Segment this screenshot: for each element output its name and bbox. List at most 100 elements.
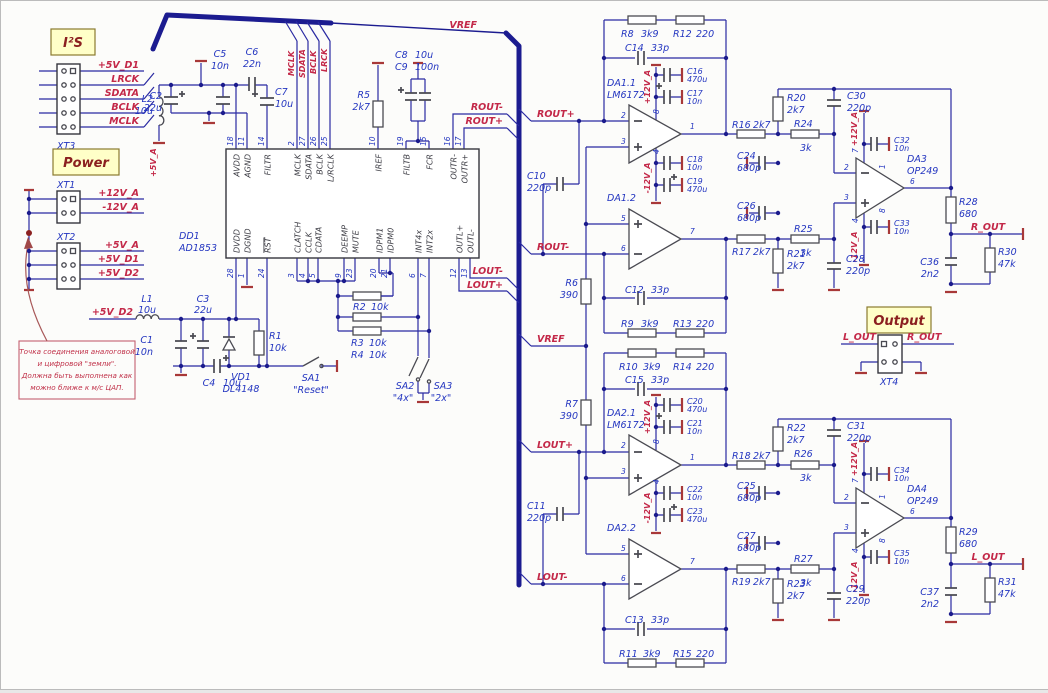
label-c6v: 22n (243, 59, 261, 70)
label-c3: C3 (197, 294, 210, 305)
pin-name-cdata: CDATA (315, 227, 324, 253)
supply-filter-area: C2 22u C5 10n C6 22n C7 10u L2 10u +5V_A… (135, 47, 439, 177)
pin-num-9: 9 (334, 273, 343, 278)
label-c37: C37 (920, 587, 939, 598)
label-r2v: 10k (371, 302, 389, 313)
pin-name-idpm0: IDPM0 (387, 228, 396, 253)
note-line3: Должна быть выполнена как (21, 371, 133, 380)
label-c17: C17 (687, 89, 704, 98)
rout-net-label: R_OUT (971, 222, 1007, 233)
label-r17v: 2k7 (753, 247, 771, 258)
pin-num-2: 2 (287, 141, 296, 146)
label-c17v: 10n (687, 97, 702, 106)
da11-pin3: 3 (621, 137, 626, 146)
pin-num-19: 19 (396, 136, 405, 146)
label-c19v: 470u (687, 185, 707, 194)
da4-p12-label: +12V_A (850, 442, 859, 476)
routp-wire-label: ROUT+ (537, 109, 575, 120)
label-c14: C14 (625, 43, 644, 54)
xt4-label: XT4 (879, 377, 898, 388)
da3-pin2: 2 (844, 163, 849, 172)
da12-pin5: 5 (621, 214, 626, 223)
pin-num-7: 7 (419, 273, 428, 278)
input-routing-area: ROUT+ ROUT- VREF LOUT+ LOUT- R6 390 R7 3… (527, 109, 629, 585)
label-r30: R30 (998, 247, 1017, 258)
da21-pin3: 3 (621, 467, 626, 476)
resistor-R15 (675, 658, 705, 668)
label-r9: R9 (621, 319, 634, 330)
resistor-R8 (627, 15, 657, 25)
label-r27v: 3k (800, 578, 812, 589)
xt3-label: XT3 (56, 141, 75, 152)
reset-area: +5V_D2 L1 10u C3 22u C1 10n C4 10u VD1 D… (89, 285, 339, 396)
label-r8: R8 (621, 29, 634, 40)
label-r23v: 2k7 (787, 591, 805, 602)
xt3-connector (56, 63, 81, 135)
pin-num-24: 24 (257, 268, 266, 278)
pin-num-23: 23 (345, 268, 354, 278)
xt1-connector (56, 190, 81, 224)
xt3-pin-lrck: LRCK (111, 74, 139, 85)
pin-name-sdata: SDATA (305, 154, 314, 180)
xt3-pin-mclk: MCLK (109, 116, 139, 127)
vref-wire-label: VREF (537, 334, 565, 345)
label-sa1v: "Reset" (293, 385, 329, 396)
label-c13: C13 (625, 615, 644, 626)
da12-pin7: 7 (690, 227, 695, 236)
label-r24v: 3k (800, 143, 812, 154)
resistor-R10 (627, 348, 657, 358)
opamp-DA2.1 (628, 433, 683, 497)
pin-name-outr-p: OUTR+ (461, 154, 470, 183)
resistor-R25 (790, 234, 820, 244)
label-r3: R3 (351, 338, 364, 349)
label-c12: C12 (625, 285, 644, 296)
label-c32v: 10n (894, 144, 909, 153)
xt3-pin-5vd1: +5V_D1 (98, 60, 139, 71)
label-r9v: 3k9 (641, 319, 659, 330)
label-r12v: 220 (696, 29, 714, 40)
label-r13v: 220 (696, 319, 714, 330)
loutp-wire-label: LOUT+ (537, 440, 573, 451)
label-c6: C6 (246, 47, 259, 58)
inductor-L2 (158, 96, 165, 126)
label-da22: DA2.2 (607, 523, 636, 534)
label-c21v: 10n (687, 427, 702, 436)
da11-pin4: 4 (652, 149, 661, 154)
label-r5v: 2k7 (352, 102, 370, 113)
label-r6: R6 (565, 278, 578, 289)
label-c34: C34 (894, 466, 910, 475)
label-c12v: 33p (651, 285, 669, 296)
pin-name-clatch: CLATCH (294, 222, 303, 253)
pin-name-avdd: AVDD (233, 154, 242, 178)
label-sa2: SA2 (396, 381, 415, 392)
label-c16: C16 (687, 67, 703, 76)
label-c22v: 10n (687, 493, 702, 502)
resistor-R6 (580, 278, 592, 305)
routm-wire-label: ROUT- (537, 242, 569, 253)
label-c34v: 10n (894, 474, 909, 483)
pin-num-12: 12 (449, 268, 458, 278)
label-r1: R1 (269, 331, 282, 342)
opamp-DA1.2 (628, 207, 683, 271)
label-da4: DA4 (907, 484, 927, 495)
label-c7: C7 (275, 87, 288, 98)
label-r29: R29 (959, 527, 978, 538)
da3-pin8: 8 (878, 208, 887, 213)
label-c18v: 10n (687, 163, 702, 172)
pin-name-fcr: FCR (426, 154, 435, 170)
label-dd1: DD1 (179, 231, 200, 242)
label-sa3v: "2x" (431, 393, 451, 404)
pin-num-16: 16 (443, 136, 452, 146)
label-c15: C15 (625, 375, 644, 386)
label-c9: C9 (395, 62, 408, 73)
xt4-rout-label: R_OUT (907, 332, 943, 343)
label-c23v: 470u (687, 515, 707, 524)
label-c13v: 33p (651, 615, 669, 626)
label-c3v: 22u (194, 305, 212, 316)
label-c10v: 220p (527, 183, 551, 194)
label-da3-part: OP249 (907, 166, 938, 177)
label-da21-part: LM6172 (607, 420, 645, 431)
label-c33v: 10n (894, 227, 909, 236)
label-c8v: 10u (415, 50, 433, 61)
da3-p12-label: +12V_A (850, 112, 859, 146)
